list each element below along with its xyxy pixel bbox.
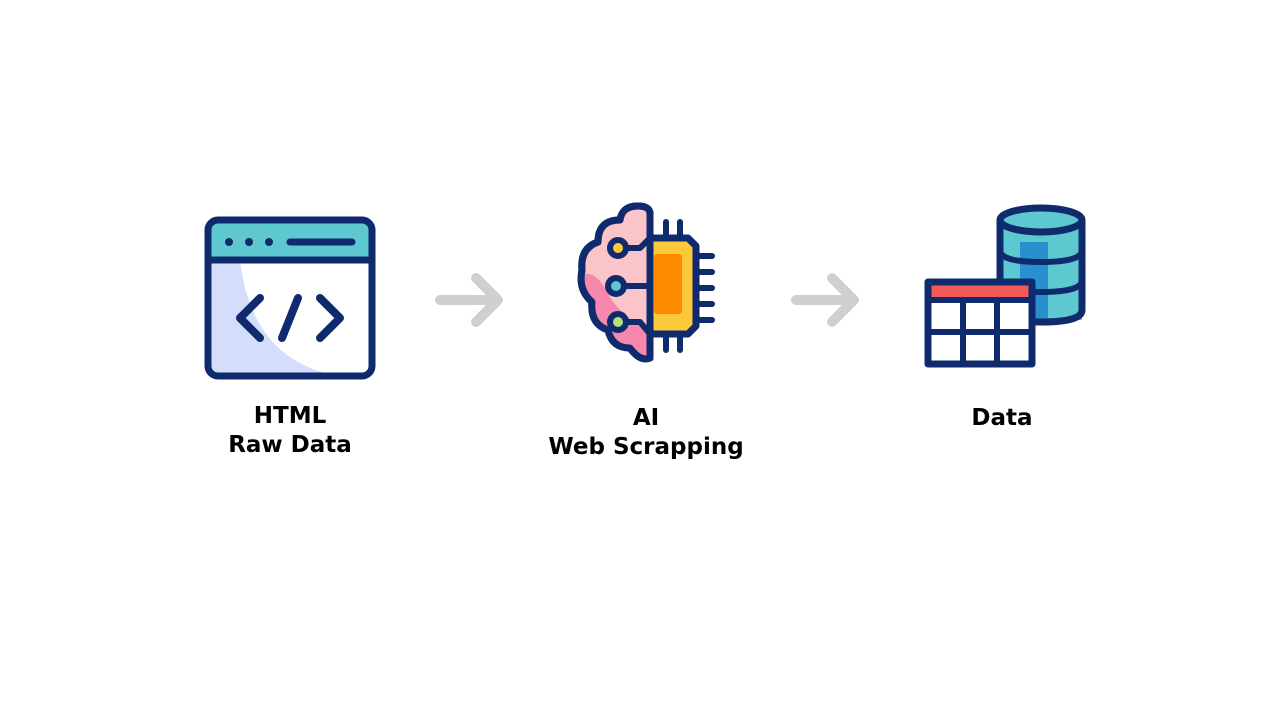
step-label-ai: AI Web Scrapping xyxy=(548,405,744,460)
database-table-icon xyxy=(924,204,1086,368)
step-label-html: HTML Raw Data xyxy=(228,403,352,458)
ai-brain-chip-icon xyxy=(577,202,715,363)
arrow-right-icon xyxy=(791,273,859,327)
code-window-icon xyxy=(204,216,376,380)
arrow-right-icon xyxy=(435,273,503,327)
step-label-data: Data xyxy=(971,405,1033,431)
